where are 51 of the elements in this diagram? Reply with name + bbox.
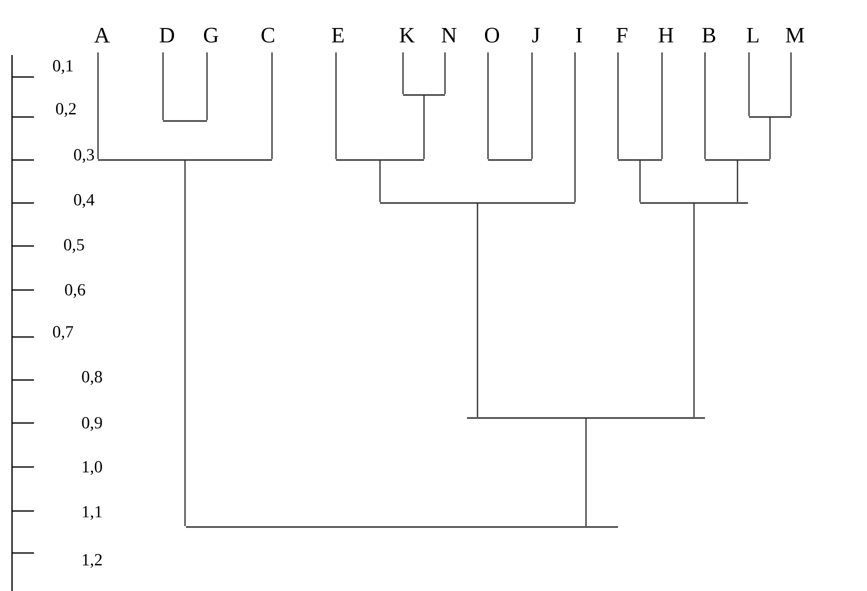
branch-line bbox=[769, 117, 771, 160]
tick-label: 0,2 bbox=[56, 103, 76, 117]
branch-line bbox=[379, 160, 381, 202]
branch-line bbox=[423, 95, 425, 160]
branch-line bbox=[531, 52, 533, 160]
leaf-label: L bbox=[746, 28, 758, 42]
leaf-label: J bbox=[532, 28, 540, 43]
leaf-label: H bbox=[658, 28, 674, 42]
leaf-label: F bbox=[616, 28, 628, 42]
branch-line bbox=[693, 203, 695, 418]
tick-label: 0,7 bbox=[53, 326, 74, 340]
tick-label: 1,0 bbox=[82, 461, 102, 475]
leaf-label: N bbox=[442, 28, 456, 42]
leaf-label: K bbox=[400, 28, 415, 42]
leaf-label: I bbox=[576, 28, 582, 42]
branch-line bbox=[487, 52, 489, 160]
leaf-label: A bbox=[94, 28, 110, 42]
branch-line bbox=[661, 52, 663, 160]
branch-line bbox=[574, 52, 576, 202]
branch-line bbox=[162, 52, 164, 120]
branch-line bbox=[97, 52, 99, 160]
branch-line bbox=[639, 160, 641, 202]
branch-line bbox=[444, 52, 446, 94]
leaf-label: M bbox=[786, 28, 804, 42]
branch-line bbox=[585, 418, 587, 526]
tick-label: 1,2 bbox=[82, 554, 102, 568]
leaf-label: C bbox=[262, 28, 274, 43]
branch-line bbox=[402, 52, 404, 94]
branch-line bbox=[617, 52, 619, 160]
branch-line bbox=[748, 52, 750, 116]
tick-label: 0,3 bbox=[74, 149, 94, 163]
branch-line bbox=[790, 52, 792, 116]
leaf-label: E bbox=[332, 28, 344, 42]
branch-line bbox=[184, 160, 186, 526]
leaf-label: D bbox=[160, 28, 174, 42]
leaf-label: G bbox=[204, 28, 218, 43]
branch-line bbox=[704, 52, 706, 160]
tick-label: 1,1 bbox=[82, 506, 102, 520]
leaf-label: B bbox=[702, 28, 716, 42]
tick-label: 0,4 bbox=[74, 194, 94, 208]
tick-label: 0,9 bbox=[82, 417, 102, 431]
leaf-label: O bbox=[484, 28, 500, 43]
branch-line bbox=[271, 52, 273, 160]
tick-label: 0,1 bbox=[53, 60, 73, 74]
branch-line bbox=[476, 203, 478, 418]
branch-line bbox=[736, 160, 738, 202]
branch-line bbox=[335, 52, 337, 160]
tick-label: 0,6 bbox=[65, 284, 86, 298]
tick-label: 0,8 bbox=[82, 371, 102, 385]
branch-line bbox=[206, 52, 208, 120]
tick-label: 0,5 bbox=[64, 239, 84, 253]
